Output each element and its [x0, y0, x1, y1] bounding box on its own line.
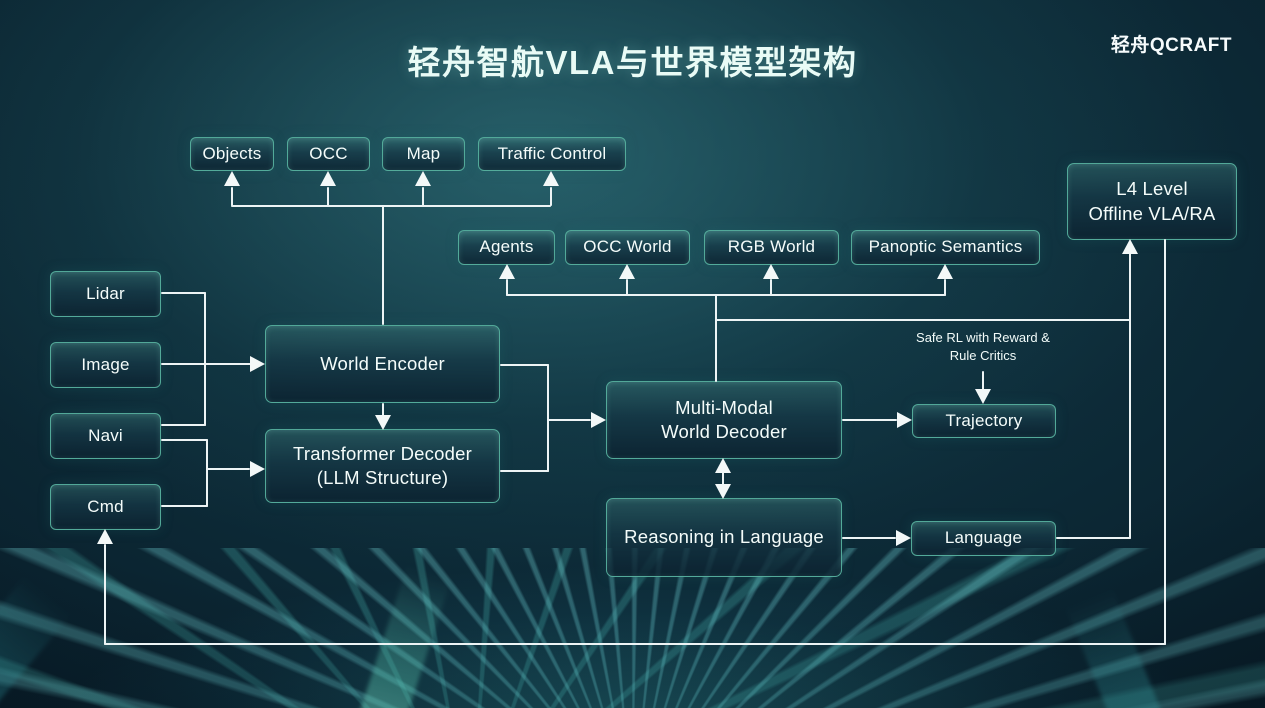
- connector-row2-stem-occworld: [626, 279, 628, 296]
- arrowhead-to-traffic: [543, 171, 559, 186]
- qcraft-logo: 轻舟QCRAFT: [1110, 35, 1232, 56]
- connector-to-mm-decoder: [547, 419, 591, 421]
- light-beam-decoration: [1065, 588, 1165, 708]
- node-occ-world: OCC World: [565, 230, 690, 265]
- connector-lidar-out: [161, 292, 206, 294]
- safe-rl-annotation: Safe RL with Reward & Rule Critics: [916, 330, 1050, 364]
- connector-cmd-out: [161, 505, 208, 507]
- connector-encoder-to-transformer: [382, 403, 384, 417]
- connector-decoder-to-row2: [715, 294, 717, 382]
- arrowhead-to-agents: [499, 264, 515, 279]
- arrowhead-to-reasoning-down: [715, 484, 731, 499]
- connector-safe-rl-to-trajectory: [982, 371, 984, 391]
- connector-row2-stem-rgbworld: [770, 279, 772, 296]
- connector-transformer-right: [500, 470, 549, 472]
- connector-inputs-bracket2: [206, 439, 208, 507]
- node-multi-modal-world-decoder: Multi-Modal World Decoder: [606, 381, 842, 459]
- connector-image-out: [161, 363, 253, 365]
- connector-row2-stem-panoptic: [944, 279, 946, 296]
- arrowhead-to-rgbworld: [763, 264, 779, 279]
- connector-row1-stem-traffic: [550, 187, 552, 206]
- node-lidar: Lidar: [50, 271, 161, 317]
- node-rgb-world: RGB World: [704, 230, 839, 265]
- node-cmd: Cmd: [50, 484, 161, 530]
- connector-decoder-reasoning: [722, 471, 724, 487]
- connector-to-transformer: [206, 468, 250, 470]
- connector-to-language: [842, 537, 896, 539]
- arrowhead-to-transformer: [250, 461, 265, 477]
- connector-feedback-bottom: [104, 643, 1166, 645]
- arrowhead-to-cmd: [97, 529, 113, 544]
- connector-navi-out-upper: [161, 424, 206, 426]
- connector-row1-stem-objects: [231, 187, 233, 206]
- connector-row1-stem-map: [422, 187, 424, 206]
- arrowhead-to-l4: [1122, 239, 1138, 254]
- connector-mid-bracket: [547, 364, 549, 472]
- arrowhead-to-mm-decoder-up: [715, 458, 731, 473]
- connector-navi-out-lower: [161, 439, 208, 441]
- connector-to-trajectory: [842, 419, 897, 421]
- node-occ: OCC: [287, 137, 370, 171]
- connector-feedback-up-to-cmd: [104, 544, 106, 645]
- node-image: Image: [50, 342, 161, 388]
- connector-decoder-branch-to-l4: [715, 319, 1131, 321]
- arrowhead-to-mm-decoder: [591, 412, 606, 428]
- arrowhead-to-trajectory: [897, 412, 912, 428]
- node-language: Language: [911, 521, 1056, 556]
- connector-encoder-to-row1: [382, 205, 384, 325]
- connector-language-to-riser: [1056, 537, 1131, 539]
- arrowhead-to-map: [415, 171, 431, 186]
- node-navi: Navi: [50, 413, 161, 459]
- node-panoptic-semantics: Panoptic Semantics: [851, 230, 1040, 265]
- arrowhead-to-world-encoder: [250, 356, 265, 372]
- arrowhead-to-occ: [320, 171, 336, 186]
- node-world-encoder: World Encoder: [265, 325, 500, 403]
- node-traffic-control: Traffic Control: [478, 137, 626, 171]
- connector-row1-stem-occ: [327, 187, 329, 206]
- connector-l4-feedback-down: [1164, 239, 1166, 645]
- arrowhead-safe-rl-to-trajectory: [975, 389, 991, 404]
- node-agents: Agents: [458, 230, 555, 265]
- connector-inputs-bracket1: [204, 292, 206, 426]
- arrowhead-to-objects: [224, 171, 240, 186]
- node-trajectory: Trajectory: [912, 404, 1056, 438]
- arrowhead-to-panoptic: [937, 264, 953, 279]
- node-transformer-decoder: Transformer Decoder (LLM Structure): [265, 429, 500, 503]
- connector-row2-stem-agents: [506, 279, 508, 296]
- node-map: Map: [382, 137, 465, 171]
- connector-row1-bracket: [231, 205, 551, 207]
- slide-title: 轻舟智航VLA与世界模型架构: [407, 44, 858, 81]
- connector-l4-riser: [1129, 253, 1131, 539]
- arrowhead-to-occworld: [619, 264, 635, 279]
- arrowhead-encoder-to-transformer: [375, 415, 391, 430]
- node-l4-offline-vla-ra: L4 Level Offline VLA/RA: [1067, 163, 1237, 240]
- light-beam-decoration: [0, 576, 72, 708]
- light-beam-decoration: [354, 565, 452, 708]
- connector-row2-bracket: [506, 294, 946, 296]
- node-objects: Objects: [190, 137, 274, 171]
- node-reasoning-in-language: Reasoning in Language: [606, 498, 842, 577]
- connector-encoder-right: [500, 364, 549, 366]
- arrowhead-to-language: [896, 530, 911, 546]
